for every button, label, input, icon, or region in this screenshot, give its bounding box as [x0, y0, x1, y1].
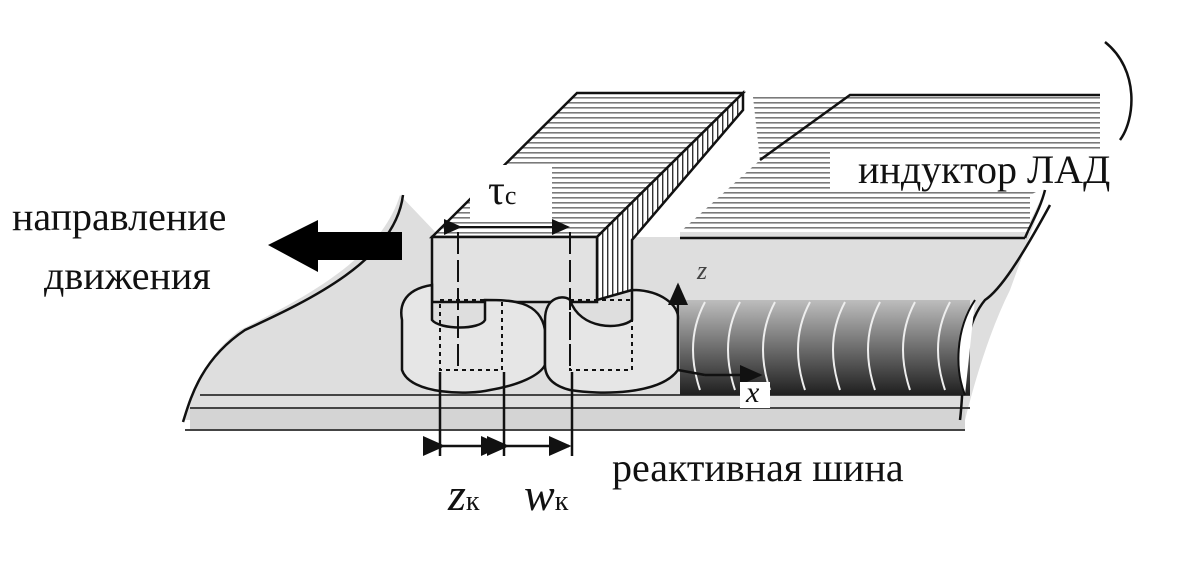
wk-symbol: w [524, 469, 555, 520]
direction-label-line1: направление [12, 194, 227, 239]
coordinate-axes [668, 282, 763, 385]
inductor-back-plates [680, 41, 1133, 421]
pole-pitch-guides [457, 232, 571, 370]
bracket-curve [1104, 41, 1133, 141]
wk-subscript: к [554, 486, 569, 517]
zk-subscript: к [465, 486, 480, 517]
zk-label: zк [448, 472, 480, 518]
tau-c-label: τc [488, 170, 516, 212]
direction-arrow [268, 220, 402, 272]
reactive-bus-label: реактивная шина [612, 445, 904, 490]
z-axis-label: z [697, 256, 708, 285]
direction-label-line2: движения [44, 253, 211, 298]
tau-subscript: c [504, 181, 517, 210]
secondary-field-waves [680, 299, 976, 396]
x-axis-label: x [746, 376, 760, 409]
wk-label: wк [524, 472, 568, 518]
inductor-label: индуктор ЛАД [858, 147, 1111, 192]
inductor-core [428, 90, 747, 304]
coil-dimensions [423, 372, 574, 456]
tau-symbol: τ [488, 168, 505, 214]
zk-symbol: z [448, 469, 466, 520]
